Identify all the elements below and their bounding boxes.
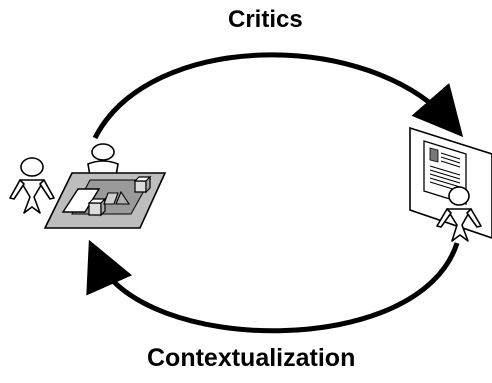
left-scene [9, 143, 167, 229]
critics-label: Critics [228, 6, 303, 33]
person-center-icon [87, 143, 119, 177]
design-board-icon [43, 172, 167, 229]
right-scene [409, 126, 492, 242]
contextualization-label: Contextualization [147, 344, 356, 372]
person-right-icon [436, 186, 482, 242]
display-panel-icon [409, 126, 492, 239]
critics-arrow [92, 52, 464, 140]
contextualization-arrow [86, 239, 460, 334]
person-left-icon [9, 157, 55, 214]
